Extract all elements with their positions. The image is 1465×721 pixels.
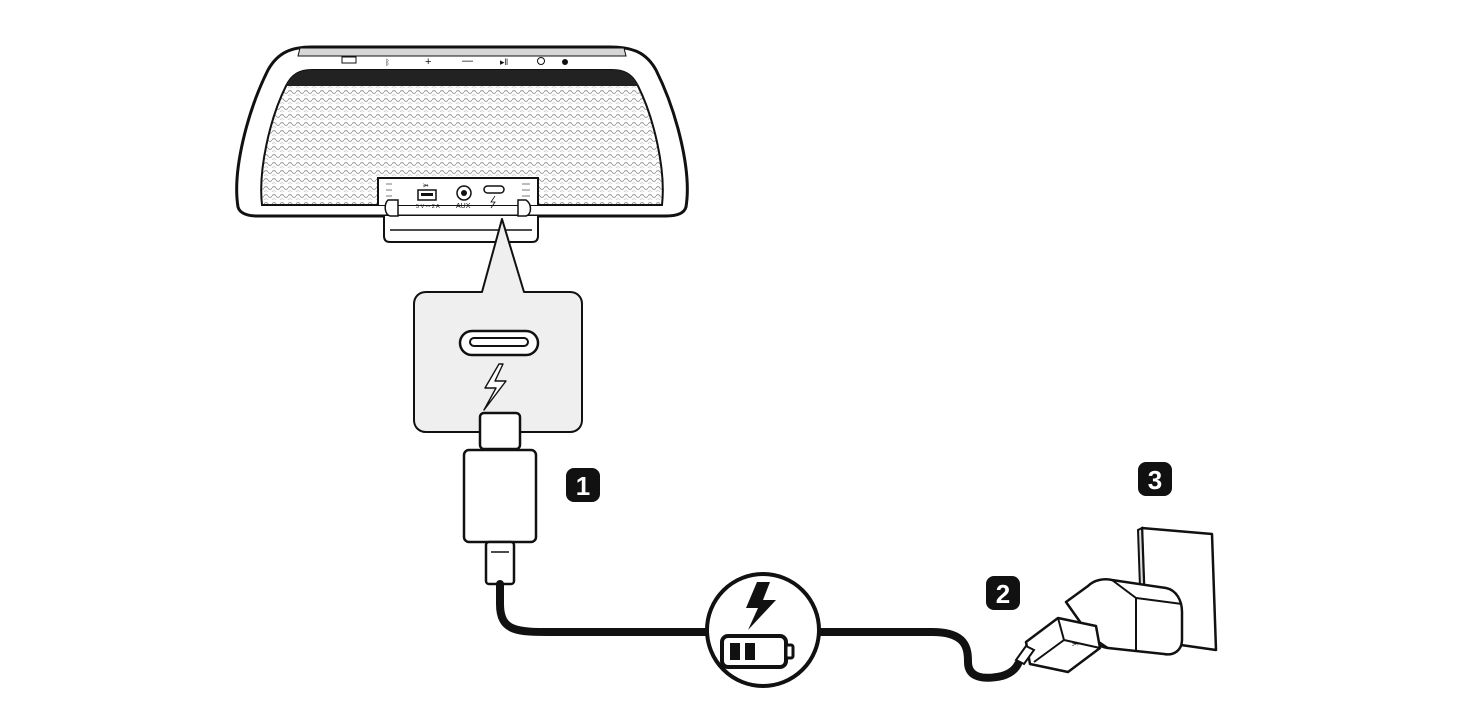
top-buttons: ᛒ + — ▸‖ [341,55,568,68]
usb-c-port-speaker [483,185,505,209]
power-icon [562,59,568,65]
battery-indicator-icon [341,56,357,64]
volume-down-icon: — [462,55,473,67]
lightning-icon [483,363,507,411]
charging-cable [496,580,1022,682]
port-zoom-callout [413,218,583,433]
link-icon [537,57,545,65]
svg-text:2: 2 [996,579,1010,609]
step-3-badge: 3 [1138,462,1172,496]
usb-a-port: ⭃ 5 V ⎓ 2 A [416,182,440,210]
aux-port: AUX [456,185,472,210]
usb-c-port-icon [458,329,540,357]
volume-up-icon: + [425,56,431,68]
svg-text:3: 3 [1148,465,1162,495]
step-2-badge: 2 [986,576,1020,610]
usb-trident-icon: ⭃ [1072,638,1079,648]
speaker: ᛒ + — ▸‖ ⭃ 5 V ⎓ 2 A AUX [235,45,689,243]
usb-c-plug [462,411,538,586]
usb-rating-label: 5 V ⎓ 2 A [416,204,440,210]
bolt-icon [746,582,776,630]
speaker-stand [383,216,539,243]
play-pause-icon: ▸‖ [500,57,508,67]
bluetooth-icon: ᛒ [385,58,390,67]
step-1-badge: 1 [566,468,600,502]
svg-text:1: 1 [576,471,590,501]
usb-a-plug: ⭃ [1014,616,1102,674]
usb-icon: ⭃ [423,182,429,189]
charging-battery-icon [705,572,821,688]
aux-label: AUX [456,203,471,210]
